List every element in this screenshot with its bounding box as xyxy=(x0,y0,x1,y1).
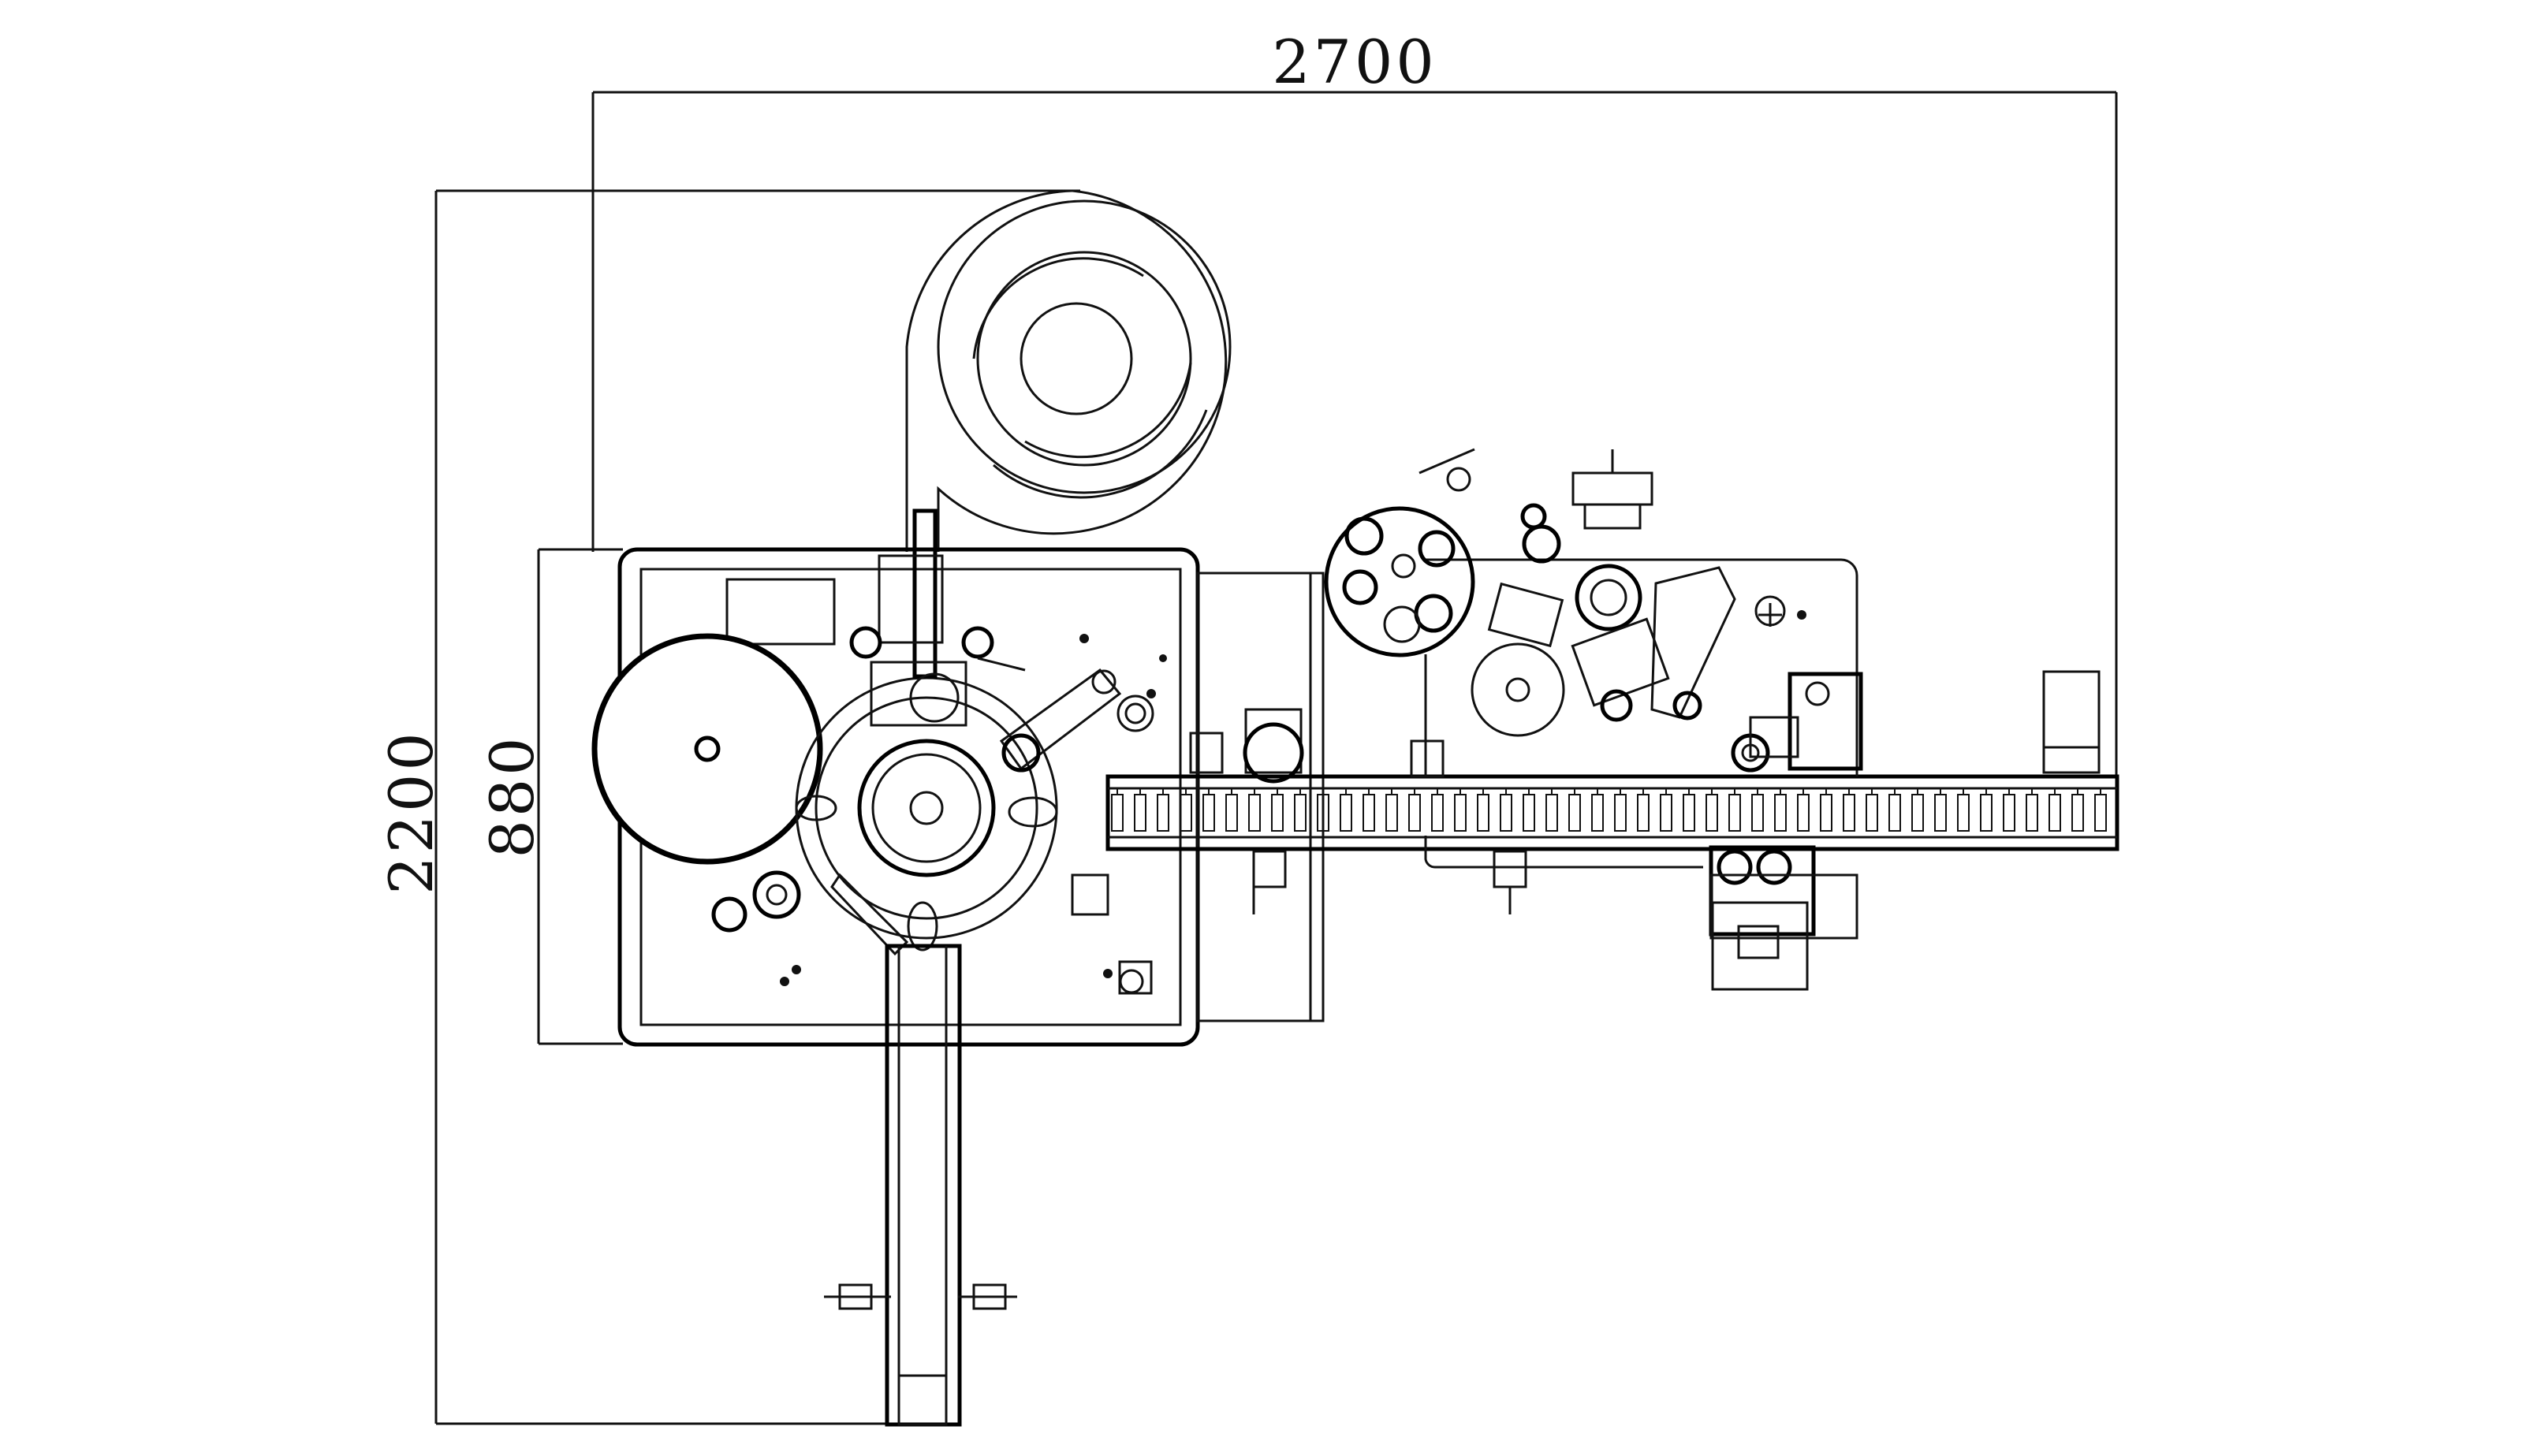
chain-slat xyxy=(1751,794,1764,832)
chain-slat xyxy=(1660,794,1672,832)
drive-motor xyxy=(1571,449,1736,719)
chain-slat xyxy=(1843,794,1855,832)
chain-slat xyxy=(1728,794,1741,832)
main-conveyor xyxy=(1105,774,2119,851)
chain-slat xyxy=(1614,794,1627,832)
chain-slat xyxy=(1683,794,1695,832)
label-supply-reel xyxy=(1324,448,1475,657)
dimension-width-2700: 2700 xyxy=(591,27,2118,850)
mounting-holes xyxy=(780,610,1806,994)
chain-slat xyxy=(1545,794,1558,832)
lower-roller-mechanism xyxy=(711,870,1153,995)
chain-slat xyxy=(1408,794,1421,832)
chain-slat xyxy=(1363,794,1375,832)
chain-slat xyxy=(1271,794,1284,832)
chain-slat xyxy=(1934,794,1947,832)
wrap-station xyxy=(849,508,1026,727)
discharge-conveyor xyxy=(824,944,1017,1427)
label-roll-spiral xyxy=(905,189,1232,552)
chain-slat xyxy=(1706,794,1718,832)
chain-slat xyxy=(1797,794,1810,832)
chain-slat xyxy=(1911,794,1924,832)
chain-slat xyxy=(1820,794,1832,832)
chain-slat xyxy=(1180,794,1192,832)
chain-slat xyxy=(2026,794,2038,832)
control-cabinet xyxy=(2042,670,2101,774)
chain-slat xyxy=(1157,794,1169,832)
applicator-gearbox xyxy=(1731,672,1863,773)
dimension-label-depth: 2200 xyxy=(376,729,446,894)
chain-slat xyxy=(2094,794,2107,832)
chain-slat xyxy=(1477,794,1489,832)
chain-slat xyxy=(2003,794,2015,832)
chain-slat xyxy=(2049,794,2061,832)
pressing-arm xyxy=(999,668,1154,773)
dimension-depth-2200: 2200 xyxy=(376,189,1080,1425)
chain-slat xyxy=(1957,794,1970,832)
dimension-label-width: 2700 xyxy=(1272,27,1437,97)
chain-slat xyxy=(1385,794,1398,832)
chain-slat xyxy=(1774,794,1787,832)
labeling-head-frame xyxy=(1424,558,1858,869)
chain-slat xyxy=(1637,794,1650,832)
chain-slat xyxy=(1225,794,1238,832)
chain-slat xyxy=(1202,794,1215,832)
label-sensor-rollers xyxy=(1520,503,1786,722)
chain-slat xyxy=(1866,794,1878,832)
star-wheel xyxy=(795,676,1058,951)
chain-slat xyxy=(1500,794,1512,832)
chain-slat xyxy=(1888,794,1901,832)
chain-slat xyxy=(1248,794,1261,832)
chain-slat xyxy=(1454,794,1467,832)
chain-slat xyxy=(1980,794,1993,832)
chain-slat xyxy=(1134,794,1146,832)
chain-slat xyxy=(1568,794,1581,832)
chain-slat xyxy=(1340,794,1352,832)
chain-slat xyxy=(1111,794,1124,832)
conveyor-chain xyxy=(1111,788,2107,832)
chain-slat xyxy=(1294,794,1307,832)
chain-slat xyxy=(1591,794,1604,832)
chain-slat xyxy=(1431,794,1444,832)
bottom-label-head xyxy=(1709,845,1858,991)
conveyor-supports xyxy=(1189,708,1527,914)
dimension-table-880: 880 xyxy=(477,548,623,1045)
chain-slat xyxy=(2071,794,2084,832)
chain-slat xyxy=(1523,794,1535,832)
peel-plate-roller xyxy=(1471,582,1565,737)
dimension-label-table: 880 xyxy=(477,734,547,858)
turntable-disc xyxy=(591,633,823,865)
